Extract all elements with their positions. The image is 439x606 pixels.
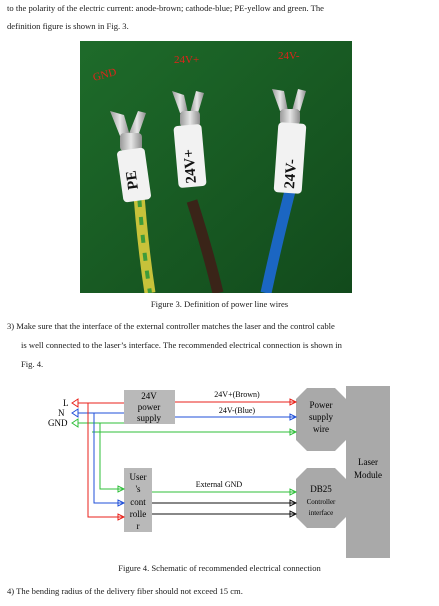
negative-sleeve-label: 24V- [282, 159, 300, 190]
power-supply-wire-label-1: Power [310, 400, 333, 410]
l-drop-arrow [117, 513, 126, 521]
pe-terminal [110, 111, 151, 203]
db25-block [296, 468, 346, 528]
db25-label-2: Controller [307, 498, 336, 506]
positive-tag: 24V+ [174, 54, 199, 66]
step-3-line-1: 3) Make sure that the interface of the e… [7, 321, 335, 331]
step-4-text: 4) The bending radius of the delivery fi… [7, 586, 243, 596]
user-controller-label-4: rolle [130, 509, 147, 519]
power-supply-wire-label-3: wire [313, 424, 329, 434]
user-controller-label-3: cont [130, 497, 146, 507]
figure-4-caption: Figure 4. Schematic of recommended elect… [118, 563, 321, 573]
user-controller-label-5: r [137, 521, 140, 531]
blue-line-label: 24V-(Blue) [219, 406, 255, 415]
power-supply-label-1: 24V [141, 391, 157, 401]
laser-module-label-2: Module [354, 470, 382, 480]
power-supply-label-2: power [138, 402, 161, 412]
mains-label-l: L [63, 398, 69, 408]
external-gnd-arrow [289, 488, 298, 496]
user-controller-label-2: 's [135, 484, 141, 494]
negative-tag: 24V- [278, 50, 300, 62]
db25-label-3: interface [309, 509, 333, 517]
mains-n-arrow [71, 408, 79, 418]
step-3-line-3: Fig. 4. [21, 359, 44, 369]
l-drop [87, 403, 124, 518]
step-3-line-2: is well connected to the laser’s interfa… [21, 340, 342, 350]
gnd-drop [99, 423, 124, 490]
blue-arrow [289, 413, 298, 421]
figure-3-caption: Figure 3. Definition of power line wires [150, 299, 289, 309]
laser-module-label-1: Laser [358, 457, 378, 467]
power-supply-box [124, 390, 175, 424]
intro-line-1: to the polarity of the electric current:… [7, 3, 324, 13]
power-line-wires-photo: GND 24V+ 24V- PE 24V+ 24V- [80, 41, 352, 293]
control-signal-1-arrow [289, 499, 298, 507]
n-drop-arrow [117, 499, 126, 507]
ground-bus-arrow [289, 428, 298, 436]
pe-sleeve-label: PE [123, 169, 142, 190]
positive-sleeve-label: 24V+ [181, 148, 200, 184]
power-supply-wire-block [296, 388, 346, 451]
n-drop [93, 413, 124, 504]
user-controller-label-1: User [130, 472, 147, 482]
user-controller-box [124, 468, 152, 532]
gnd-tag: GND [92, 66, 118, 84]
mains-label-n: N [58, 408, 65, 418]
brown-line-label: 24V+(Brown) [214, 390, 260, 399]
electrical-connection-schematic: Laser Module Power supply wire DB25 Cont… [48, 386, 390, 558]
positive-terminal [172, 91, 207, 188]
gnd-drop-arrow [117, 485, 126, 493]
negative-terminal [272, 89, 307, 194]
control-signal-2-arrow [289, 510, 298, 518]
mains-l-arrow [71, 398, 79, 408]
mains-gnd-arrow [71, 418, 79, 428]
mains-label-gnd: GND [48, 418, 68, 428]
db25-label-1: DB25 [310, 484, 332, 494]
intro-line-2: definition figure is shown in Fig. 3. [7, 21, 129, 31]
power-supply-label-3: supply [137, 413, 162, 423]
power-supply-wire-label-2: supply [309, 412, 334, 422]
laser-module-block [346, 386, 390, 558]
brown-arrow [289, 398, 298, 406]
external-gnd-label: External GND [196, 480, 243, 489]
